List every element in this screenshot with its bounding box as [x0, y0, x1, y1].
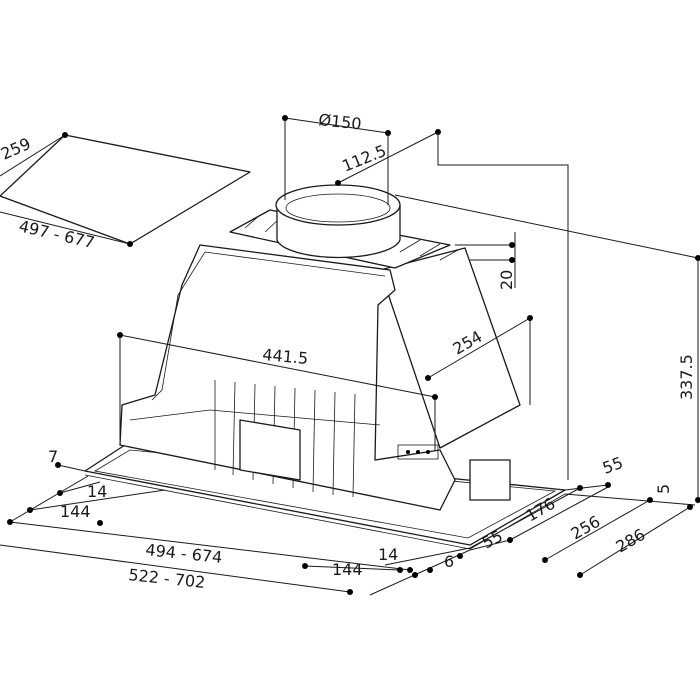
- dim-total-height: 337.5: [677, 354, 696, 400]
- hood-body: [119, 209, 521, 511]
- dim-duct-diameter: Ø150: [318, 110, 363, 133]
- dim-depth-256: 256: [568, 512, 604, 544]
- dim-body-width: 441.5: [262, 345, 309, 368]
- dim-frame-left-14: 14: [87, 482, 107, 501]
- dim-point: [62, 132, 68, 138]
- dim-frame-thickness: 5: [654, 484, 673, 494]
- duct-collar: [275, 184, 401, 259]
- dim-point: [127, 241, 133, 247]
- dim-flap-depth: 259: [0, 134, 34, 164]
- flap-panel: 259 497 - 677: [0, 132, 251, 252]
- bracket: [469, 459, 511, 501]
- control-panel: [397, 444, 439, 460]
- dim-inner-width: 494 - 674: [145, 540, 224, 567]
- dim-frame-55-upper: 55: [600, 453, 626, 478]
- dim-frame-gap: 7: [48, 447, 58, 466]
- dimension-lines: [0, 115, 700, 596]
- mounting-frame: [84, 444, 566, 550]
- hood-front-face: [119, 244, 456, 511]
- dim-duct-offset: 112.5: [339, 141, 389, 176]
- dim-frame-front-14: 14: [378, 545, 398, 564]
- dim-grille-height: 20: [497, 270, 516, 290]
- dim-outer-width: 522 - 702: [128, 565, 207, 592]
- dim-frame-front-144: 144: [332, 560, 363, 579]
- dim-frame-front-6: 6: [444, 552, 454, 571]
- dim-frame-left-144: 144: [60, 502, 91, 521]
- hood-side-face: [379, 247, 521, 449]
